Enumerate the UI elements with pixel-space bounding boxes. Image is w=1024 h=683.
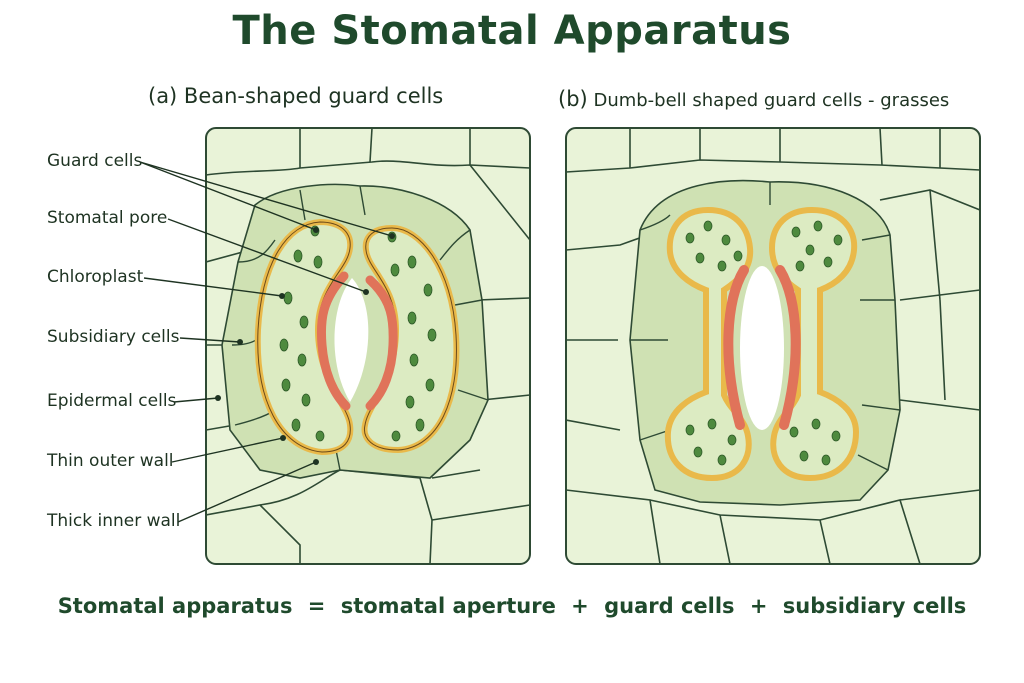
equation-plus-2: + [749,594,768,618]
panel-a-border [205,127,531,565]
stomatal-pore-b [740,266,784,430]
thick-inner-wall-b-left [723,265,749,430]
panel-b-border [565,127,981,565]
page-title: The Stomatal Apparatus [232,8,792,54]
equation-term-subsidiary: subsidiary cells [782,594,967,618]
panel-a-epidermal-cells [206,128,530,564]
equation-plus-1: + [571,594,589,618]
dumbbell-guard-cell-left [664,206,754,482]
label-guard-cells: Guard cells [47,151,143,171]
equation-equals: = [307,594,326,618]
equation-term-aperture: stomatal aperture [340,594,556,618]
leader-dots [215,227,395,465]
equation: Stomatal apparatus = stomatal aperture +… [0,594,1024,618]
label-subsidiary-cells: Subsidiary cells [47,327,180,347]
label-thin-outer-wall: Thin outer wall [47,451,174,471]
thick-inner-wall-right [365,275,398,411]
label-epidermal-cells: Epidermal cells [47,391,177,411]
dumbbell-guard-cell-right [768,206,860,482]
panel-b [565,127,981,565]
panel-b-heading: (b) Dumb-bell shaped guard cells - grass… [558,87,949,111]
stomatal-pore-a [334,278,369,402]
label-stomatal-pore: Stomatal pore [47,208,168,228]
leader-lines [139,161,393,523]
thick-inner-wall-left [316,271,351,411]
chloroplasts-b [685,220,843,466]
guard-cell-left [254,218,354,456]
thick-inner-wall-b-right [775,265,801,430]
panel-a [205,127,531,565]
equation-term-guard-cells: guard cells [604,594,735,618]
panel-a-heading: (a) Bean-shaped guard cells [148,84,444,108]
panel-b-heading-lead: (b) [558,87,588,111]
equation-term-apparatus: Stomatal apparatus [57,594,293,618]
panel-b-heading-rest: Dumb-bell shaped guard cells - grasses [593,90,950,111]
guard-cell-right [361,224,460,454]
label-chloroplast: Chloroplast [47,267,144,287]
label-thick-inner-wall: Thick inner wall [47,511,181,531]
